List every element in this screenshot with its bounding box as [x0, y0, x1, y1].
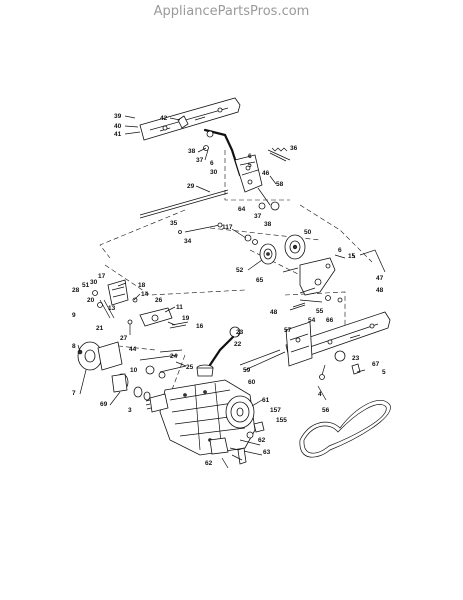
callout-17: 17 [98, 273, 106, 280]
callout-34: 34 [184, 238, 192, 245]
callout-21: 21 [96, 325, 104, 332]
callout-19: 19 [182, 315, 190, 322]
callout-41: 41 [114, 131, 122, 138]
callout-62b: 62 [205, 460, 213, 467]
callout-37b: 37 [254, 213, 262, 220]
callout-57: 57 [284, 327, 292, 334]
callout-11: 11 [176, 304, 183, 311]
callout-55: 55 [316, 308, 324, 315]
callout-6: 6 [210, 160, 214, 167]
callout-67: 67 [372, 361, 380, 368]
callout-58: 58 [276, 181, 284, 188]
lower-frame-bracket [239, 311, 391, 380]
callout-51: 51 [82, 282, 90, 289]
callout-18: 18 [138, 282, 146, 289]
callout-6b: 6 [248, 153, 252, 160]
callout-13: 13 [108, 305, 116, 312]
callout-24: 24 [170, 353, 178, 360]
callout-9: 9 [72, 312, 76, 319]
leader-lines [77, 115, 277, 407]
idler-pulleys [244, 234, 306, 265]
watermark: AppliancePartsPros.com [153, 4, 310, 19]
callout-26: 26 [155, 297, 163, 304]
brake-assembly [92, 279, 189, 335]
callout-3: 3 [128, 407, 132, 414]
callout-23: 23 [236, 329, 244, 336]
callout-5: 5 [248, 162, 252, 169]
callout-42: 42 [160, 115, 168, 122]
callout-labels: 39 42 40 41 38 37 6 30 6 5 36 46 58 29 6… [72, 113, 386, 467]
callout-64: 64 [238, 206, 246, 213]
transaxle [145, 379, 256, 456]
callout-48b: 48 [270, 309, 278, 316]
callout-16: 16 [196, 323, 204, 330]
callout-46: 46 [262, 170, 270, 177]
callout-30: 30 [210, 169, 218, 176]
callout-8: 8 [72, 343, 76, 350]
callout-52: 52 [236, 267, 244, 274]
callout-65: 65 [256, 277, 264, 284]
axle-hub [77, 341, 151, 401]
callout-25: 25 [186, 364, 194, 371]
upper-frame-bracket [139, 97, 241, 141]
callout-28: 28 [72, 287, 80, 294]
callout-38b: 38 [264, 221, 272, 228]
idler-arm [282, 249, 386, 311]
callout-7: 7 [72, 390, 76, 397]
callout-56: 56 [322, 407, 330, 414]
callout-66: 66 [326, 317, 334, 324]
shift-lever [139, 326, 241, 379]
callout-35: 35 [170, 220, 178, 227]
callout-38: 38 [188, 148, 196, 155]
callout-117: 117 [222, 224, 233, 231]
drive-belt [299, 400, 391, 458]
callout-15: 15 [348, 253, 356, 260]
callout-54: 54 [308, 317, 316, 324]
callout-22: 22 [234, 341, 242, 348]
callout-59: 59 [243, 367, 251, 374]
callout-62: 62 [258, 437, 266, 444]
callout-44: 44 [129, 346, 137, 353]
callout-37: 37 [196, 157, 204, 164]
callout-10: 10 [130, 367, 138, 374]
callout-61: 61 [262, 397, 270, 404]
callout-63: 63 [263, 449, 271, 456]
callout-5b: 5 [382, 369, 386, 376]
callout-39: 39 [114, 113, 122, 120]
callout-157: 157 [270, 407, 281, 414]
callout-69: 69 [100, 401, 108, 408]
callout-23b: 23 [352, 355, 360, 362]
bell-crank-linkage [177, 115, 291, 211]
callout-30b: 30 [90, 279, 98, 286]
callout-29: 29 [187, 183, 195, 190]
callout-36: 36 [290, 145, 298, 152]
callout-50: 50 [304, 229, 312, 236]
callout-60: 60 [248, 379, 256, 386]
callout-27: 27 [120, 335, 128, 342]
callout-47: 47 [376, 275, 384, 282]
control-rod [139, 189, 229, 234]
callout-40: 40 [114, 123, 122, 130]
callout-48: 48 [376, 287, 384, 294]
callout-155: 155 [276, 417, 287, 424]
callout-20: 20 [87, 297, 95, 304]
fasteners [167, 287, 366, 469]
callout-6c: 6 [338, 247, 342, 254]
callout-4: 4 [318, 391, 322, 398]
transmission-pulley [225, 395, 265, 465]
callout-14: 14 [141, 291, 149, 298]
